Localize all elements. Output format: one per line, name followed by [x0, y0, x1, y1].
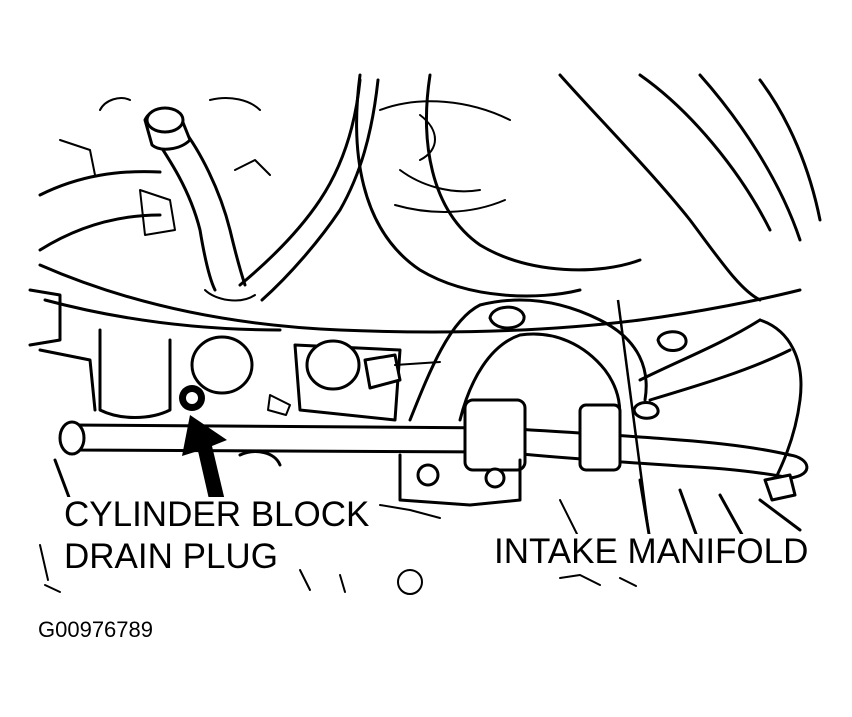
manifold-flange: [38, 263, 802, 334]
intake-manifold-label: INTAKE MANIFOLD: [490, 534, 813, 571]
cylinder-block: [28, 288, 802, 595]
cylinder-block-label: CYLINDER BLOCK: [62, 497, 374, 534]
drain-plug-label: DRAIN PLUG: [62, 539, 282, 576]
drain-plug: [179, 385, 205, 411]
drain-plug-callout-arrow: [182, 415, 227, 508]
intake-manifold-leader-line: [616, 299, 650, 529]
manifold-bracket: [408, 298, 803, 492]
figure-id-label: G00976789: [38, 617, 153, 642]
intake-manifold-runners: [355, 73, 822, 302]
water-bypass-pipe: [58, 398, 809, 502]
coolant-hoses: [38, 78, 380, 302]
